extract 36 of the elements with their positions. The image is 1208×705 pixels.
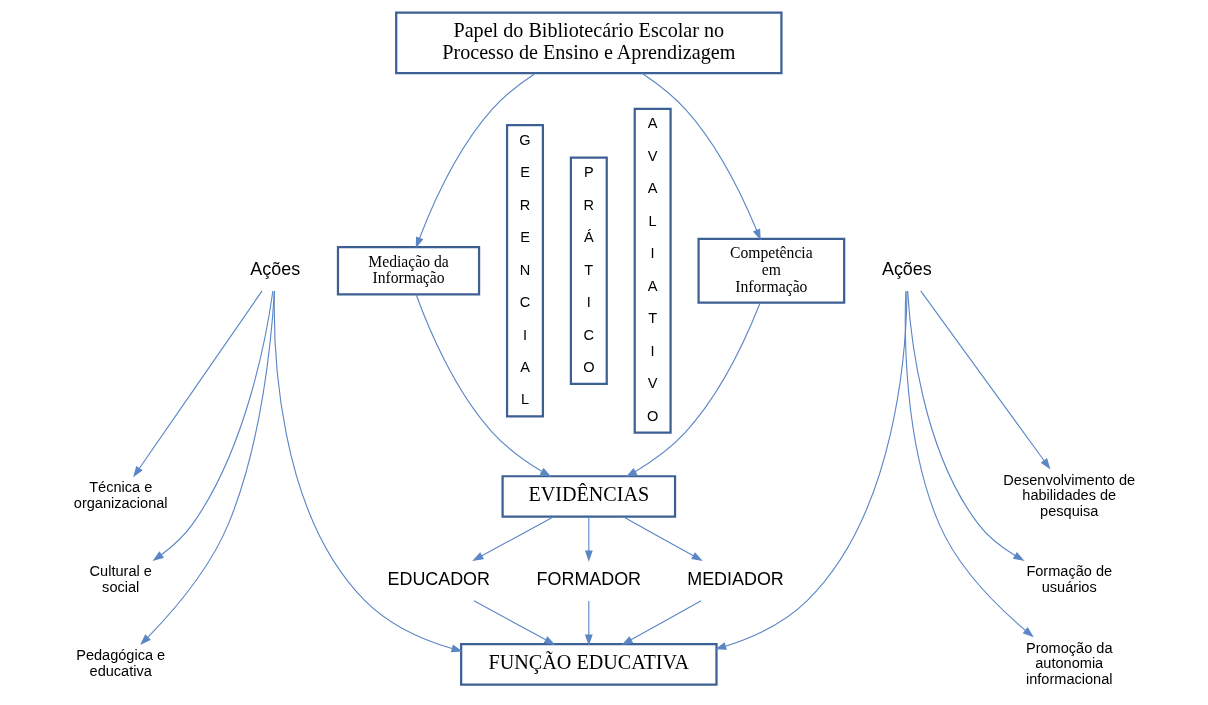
node-text: FORMADOR <box>536 568 641 589</box>
node-box: GERENCIAL <box>505 124 544 418</box>
arrow <box>919 290 1050 470</box>
arrow <box>139 290 275 646</box>
node-box: Competência em Informação <box>696 237 845 304</box>
arrow <box>640 72 761 241</box>
arrow <box>584 516 593 562</box>
node-box: FUNÇÃO EDUCATIVA <box>459 643 718 686</box>
arrow <box>625 302 761 478</box>
arrow <box>472 600 555 646</box>
arrow <box>584 600 593 646</box>
node-box: Mediação da Informação <box>336 246 480 296</box>
node-box: AVALIATIVO <box>633 107 672 434</box>
arrow <box>415 72 536 249</box>
arrow <box>152 290 273 562</box>
arrow <box>132 290 263 478</box>
node-text: Promoção da autonomia informacional <box>1025 639 1113 687</box>
node-text: Ações <box>881 259 932 279</box>
arrow <box>904 290 1034 638</box>
node-text: MEDIADOR <box>686 568 784 589</box>
node-text: EDUCADOR <box>387 568 490 589</box>
node-text: Ações <box>249 259 300 279</box>
node-box: PRÁTICO <box>569 156 608 385</box>
arrow <box>906 290 1025 561</box>
arrow <box>622 516 703 562</box>
arrow <box>714 290 908 650</box>
node-box: EVIDÊNCIAS <box>500 475 676 518</box>
arrow <box>621 600 702 646</box>
node-text: Cultural e social <box>89 563 152 596</box>
node-text: Formação de usuários <box>1025 563 1112 596</box>
node-box: Papel do Bibliotecário Escolar no Processo de Ensino e Aprendizagem <box>394 11 783 75</box>
arrow <box>471 516 554 562</box>
arrow <box>415 293 551 477</box>
node-text: Técnica e organizacional <box>73 479 168 512</box>
node-text: Pedagógica e educativa <box>75 647 165 680</box>
node-text: Desenvolvimento de habilidades de pesquisa <box>1002 471 1135 519</box>
